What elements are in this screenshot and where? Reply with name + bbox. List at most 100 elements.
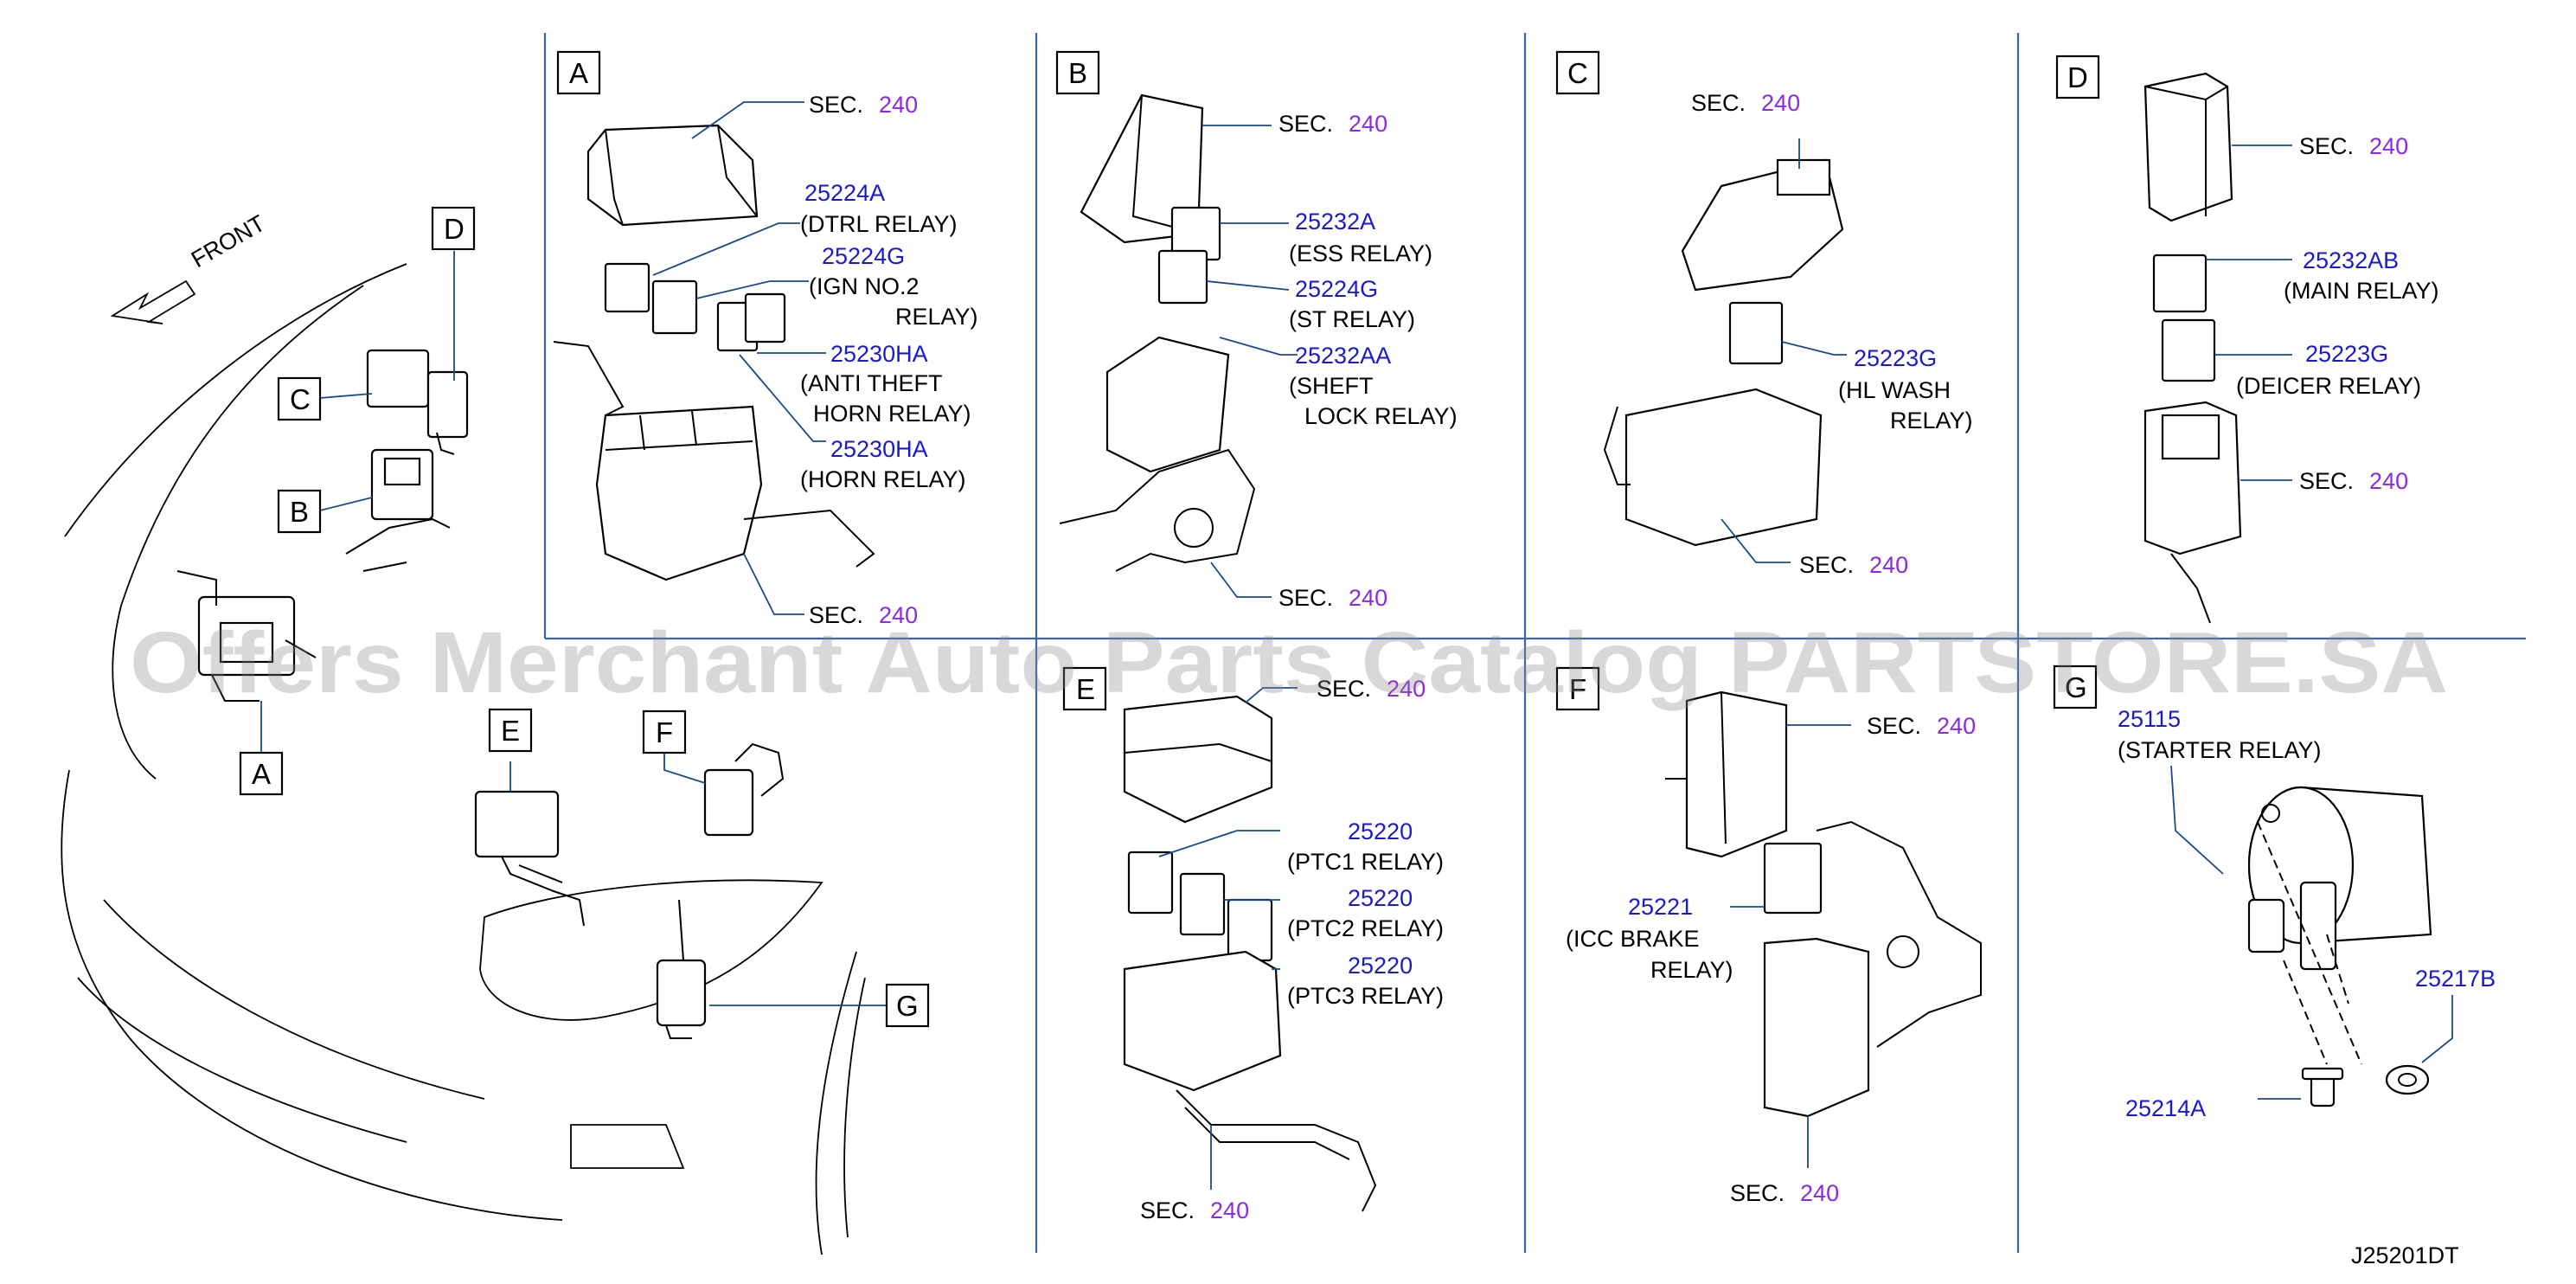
- fuse-block: [595, 405, 763, 581]
- ign-no2-relay: [651, 279, 698, 335]
- relay-cover: [2143, 72, 2233, 222]
- panel-c: C SEC.240 25223G (HL WASH RELAY) SEC.240: [1555, 50, 1973, 578]
- watermark: Offers Merchant Auto Parts Catalog PARTS…: [130, 614, 2448, 711]
- panel-e: E SEC.240 25220 (PTC1 RELAY) 25220 (PTC2…: [1062, 666, 1444, 1223]
- callout-c-label: C: [290, 383, 311, 415]
- bracket-window: [2161, 414, 2220, 460]
- relay-cover: [1080, 93, 1204, 244]
- panel-g: G 25115 (STARTER RELAY) 25217B 25214: [2053, 664, 2496, 1121]
- panel-b-sec-top: SEC.240: [1278, 111, 1387, 137]
- panel-e-sec-bottom: SEC.240: [1140, 1197, 1249, 1223]
- panel-d-part-2-desc: (DEICER RELAY): [2236, 373, 2421, 399]
- callout-c-box: [277, 376, 322, 421]
- panel-e-label: E: [1076, 673, 1095, 705]
- callout-d-label: D: [444, 213, 465, 245]
- vehicle-overview: FRONT: [61, 206, 930, 1255]
- panel-a-label: A: [569, 57, 588, 89]
- front-label: FRONT: [187, 210, 270, 273]
- panel-b-part-1-number: 25232A: [1295, 209, 1375, 234]
- panel-e-label-box: [1062, 666, 1107, 711]
- panel-a-part-1-desc: (DTRL RELAY): [800, 211, 958, 237]
- horn-relay: [744, 292, 786, 343]
- overview-component-f: [703, 742, 785, 837]
- panel-b-part-2-number: 25224G: [1295, 276, 1378, 302]
- ptc3-relay: [1227, 898, 1273, 962]
- panel-d-sec-top: SEC.240: [2299, 133, 2408, 159]
- callout-e-box: [488, 708, 533, 753]
- panel-grid: [543, 33, 2526, 1253]
- hl-wash-relay: [1728, 301, 1784, 365]
- panel-a-part-3-desc-1: (ANTI THEFT: [800, 370, 943, 396]
- callout-b-label: B: [290, 496, 309, 528]
- panel-a: A SEC.240 25224A (DTRL RELAY) 25224G (IG…: [553, 50, 978, 628]
- panel-b-part-2-desc: (ST RELAY): [1289, 306, 1415, 332]
- panel-e-part-2-desc: (PTC2 RELAY): [1287, 915, 1444, 941]
- panel-a-part-4-desc: (HORN RELAY): [800, 466, 966, 492]
- panel-c-label-box: [1555, 50, 1600, 95]
- relay-cover: [1685, 690, 1788, 858]
- dtrl-relay: [604, 262, 650, 313]
- panel-a-part-1-number: 25224A: [804, 180, 885, 206]
- panel-d-sec-bottom: SEC.240: [2299, 468, 2408, 494]
- panel-d: D SEC.240 25232AB (MAIN RELAY) 25223G (D…: [2055, 55, 2439, 624]
- panel-a-sec-bottom: SEC.240: [809, 602, 918, 628]
- panel-c-part-1-desc-2: RELAY): [1890, 408, 1973, 433]
- relay-bracket: [1624, 388, 1823, 547]
- panel-b-label: B: [1068, 57, 1087, 89]
- overview-component-a: [176, 570, 317, 702]
- panel-e-part-1-number: 25220: [1348, 819, 1413, 844]
- panel-c-sec-top: SEC.240: [1691, 90, 1800, 116]
- panel-a-part-3-desc-2: HORN RELAY): [813, 401, 971, 427]
- overview-component-b: [345, 448, 451, 572]
- panel-g-label-box: [2053, 664, 2098, 709]
- callout-e-label: E: [501, 715, 520, 747]
- panel-c-part-1-desc-1: (HL WASH: [1838, 377, 1951, 403]
- panel-d-part-1-number: 25232AB: [2303, 247, 2399, 273]
- relay-cover: [1123, 695, 1273, 824]
- panel-b-sec-bottom: SEC.240: [1278, 585, 1387, 611]
- panel-e-part-3-desc: (PTC3 RELAY): [1287, 983, 1444, 1009]
- overview-component-c: [366, 349, 469, 455]
- ptc2-relay: [1179, 872, 1226, 936]
- panel-b-part-3-desc-1: (SHEFT: [1289, 373, 1374, 399]
- panel-b: B SEC.240 25232A (ESS RELAY) 25224G (ST …: [1055, 50, 1458, 611]
- sheft-lock-relay-bracket: [1105, 336, 1230, 473]
- overview-component-g: [656, 899, 707, 1039]
- panel-c-part-1-number: 25223G: [1854, 345, 1937, 371]
- deicer-relay: [2161, 318, 2216, 382]
- panel-f-part-1-desc-1: (ICC BRAKE: [1566, 926, 1700, 952]
- diagram-code: J25201DT: [2351, 1242, 2459, 1268]
- panel-a-part-2-number: 25224G: [822, 243, 905, 269]
- panel-d-label: D: [2067, 61, 2088, 93]
- panel-f-label-box: [1555, 666, 1600, 711]
- bolt-icon: [2301, 1067, 2344, 1107]
- panel-f-part-1-desc-2: RELAY): [1650, 957, 1733, 983]
- panel-c-sec-bottom: SEC.240: [1799, 552, 1908, 578]
- panel-g-part-3-number: 25214A: [2125, 1095, 2206, 1121]
- panel-g-part-2-number: 25217B: [2415, 966, 2496, 992]
- main-relay: [2152, 254, 2208, 313]
- panel-a-part-4-number: 25230HA: [830, 436, 928, 462]
- panel-f: F SEC.240 25221 (ICC BRAKE RELAY) SEC.24…: [1555, 666, 1982, 1206]
- panel-d-label-box: [2055, 55, 2100, 100]
- panel-c-label: C: [1567, 57, 1588, 89]
- callout-g-box: [885, 983, 930, 1028]
- panel-b-part-3-desc-2: LOCK RELAY): [1304, 403, 1458, 429]
- panel-b-part-3-number: 25232AA: [1295, 343, 1391, 369]
- panel-e-part-2-number: 25220: [1348, 885, 1413, 911]
- panel-f-part-1-number: 25221: [1628, 894, 1693, 920]
- ptc1-relay: [1127, 851, 1174, 915]
- panel-d-part-2-number: 25223G: [2305, 341, 2388, 367]
- panel-a-part-3-number: 25230HA: [830, 341, 928, 367]
- panel-b-label-box: [1055, 50, 1100, 95]
- relay-block: [1123, 950, 1282, 1092]
- overview-component-e: [474, 790, 585, 927]
- panel-d-part-1-desc: (MAIN RELAY): [2284, 278, 2439, 304]
- panel-g-label: G: [2065, 671, 2087, 703]
- callout-d-box: [431, 206, 476, 251]
- nut-icon: [2385, 1064, 2430, 1095]
- cover-window: [1776, 158, 1831, 196]
- panel-b-part-1-desc: (ESS RELAY): [1289, 241, 1432, 266]
- starter-relay: [2247, 786, 2432, 1065]
